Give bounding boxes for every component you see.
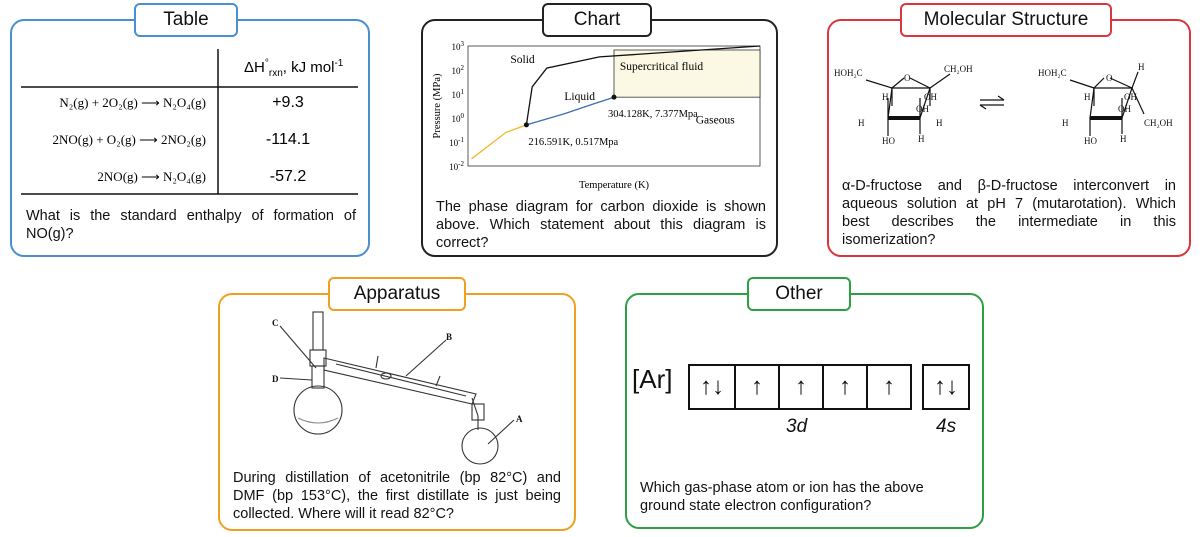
other-panel xyxy=(625,293,984,529)
label-d: D xyxy=(272,374,279,384)
other-panel-title: Other xyxy=(747,277,851,311)
chart-panel-title: Chart xyxy=(542,3,652,37)
orbital-boxes-3d: ↑↓↑↑↑↑ xyxy=(688,364,912,410)
label-a: A xyxy=(516,414,523,424)
molecule-question: α-D-fructose and β-D-fructose interconve… xyxy=(842,178,1176,248)
orbital-box: ↑↓ xyxy=(700,373,724,400)
region-label: Supercritical fluid xyxy=(620,61,704,73)
phase-diagram-chart: 103 102 101 100 10-1 10-2 216.591K, 0.517Mpa 30… xyxy=(432,40,761,191)
svg-text:H: H xyxy=(858,118,865,128)
svg-text:OH: OH xyxy=(1118,104,1131,114)
svg-text:OH: OH xyxy=(924,92,937,102)
orbital-box: ↑↓ xyxy=(934,373,958,400)
phase-boundary-line-2 xyxy=(525,45,761,125)
svg-text:HOH₂C: HOH₂C xyxy=(1038,68,1067,78)
y-tick-label: 103 xyxy=(452,40,465,52)
phase-boundary-line-0 xyxy=(471,124,527,160)
svg-text:HO: HO xyxy=(882,136,895,146)
y-tick-label: 10-2 xyxy=(449,160,464,172)
reaction-equation: 2NO(g) ⟶ N₂O₄(g) xyxy=(97,169,206,184)
condenser xyxy=(323,357,477,405)
svg-text:H: H xyxy=(918,134,925,144)
y-tick-label: 100 xyxy=(452,112,465,124)
other-question: Which gas-phase atom or ion has the abov… xyxy=(640,480,924,514)
argon-core-label: [Ar] xyxy=(632,364,673,394)
enthalpy-value: -57.2 xyxy=(270,168,307,185)
orbital-box: ↑ xyxy=(778,366,822,408)
table-row: N₂(g) + 2O₂(g) ⟶ N₂O₄(g) +9.3 xyxy=(59,94,304,111)
alpha-fructose-labels: HOH₂C CH₂OH O OH H H H OH HO H xyxy=(834,64,973,146)
reaction-equation: 2NO(g) + O₂(g) ⟶ 2NO₂(g) xyxy=(53,132,206,147)
svg-text:O: O xyxy=(1106,73,1113,83)
y-tick-label: 10-1 xyxy=(449,136,464,148)
orbital-boxes-4s: ↑↓ xyxy=(922,364,970,410)
enthalpy-header: ΔH°rxn, kJ mol-1 xyxy=(244,58,344,79)
svg-text:H: H xyxy=(936,118,943,128)
table-panel xyxy=(10,19,370,257)
svg-text:OH: OH xyxy=(1124,92,1137,102)
molecule-panel-title: Molecular Structure xyxy=(900,3,1112,37)
receiving-flask xyxy=(461,427,499,465)
chart-question: The phase diagram for carbon dioxide is … xyxy=(436,199,766,251)
svg-text:CH₂OH: CH₂OH xyxy=(1144,118,1173,128)
label-3d: 3d xyxy=(786,416,808,437)
svg-text:H: H xyxy=(1138,62,1145,72)
point-annotation: 304.128K, 7.377Mpa xyxy=(608,109,698,120)
svg-text:H: H xyxy=(1062,118,1069,128)
apparatus-panel-title: Apparatus xyxy=(328,277,466,311)
equilibrium-arrows-icon xyxy=(979,95,1005,110)
thermometer-adapter xyxy=(312,311,324,351)
reaction-equation: N₂(g) + 2O₂(g) ⟶ N₂O₄(g) xyxy=(59,95,206,110)
svg-text:H: H xyxy=(1084,92,1091,102)
label-4s: 4s xyxy=(936,416,957,437)
svg-text:OH: OH xyxy=(916,104,929,114)
critical-point-marker xyxy=(523,122,529,128)
table-row: 2NO(g) ⟶ N₂O₄(g) -57.2 xyxy=(97,168,306,185)
enthalpy-table: ΔH°rxn, kJ mol-1 N₂(g) + 2O₂(g) ⟶ N₂O₄(g… xyxy=(21,49,358,195)
label-c: C xyxy=(272,318,279,328)
region-label: Liquid xyxy=(564,91,595,103)
critical-point-marker xyxy=(611,94,617,100)
beta-fructose-structure xyxy=(1069,71,1145,136)
beta-fructose-labels: HOH₂C O H CH₂OH OH H H OH HO H xyxy=(1038,62,1173,146)
table-panel-title: Table xyxy=(134,3,238,37)
apparatus-question: During distillation of acetonitrile (bp … xyxy=(233,470,561,522)
table-question: What is the standard enthalpy of formati… xyxy=(26,208,356,242)
svg-text:HOH₂C: HOH₂C xyxy=(834,68,863,78)
svg-text:CH₂OH: CH₂OH xyxy=(944,64,973,74)
svg-text:H: H xyxy=(1120,134,1127,144)
table-row: 2NO(g) + O₂(g) ⟶ 2NO₂(g) -114.1 xyxy=(53,131,311,148)
enthalpy-value: -114.1 xyxy=(266,131,310,148)
x-axis-label: Temperature (K) xyxy=(579,180,650,191)
point-annotation: 216.591K, 0.517Mpa xyxy=(528,137,618,148)
supercritical-region xyxy=(613,49,761,98)
label-b: B xyxy=(446,332,452,342)
y-axis-label: Pressure (MPa) xyxy=(432,73,443,139)
y-tick-label: 102 xyxy=(452,64,465,76)
fructose-structures: HOH₂C CH₂OH O OH H H H OH HO H HOH₂C O H… xyxy=(834,62,1173,146)
orbital-box: ↑ xyxy=(734,366,778,408)
plot-area xyxy=(467,45,761,167)
svg-text:H: H xyxy=(882,92,889,102)
orbital-box: ↑ xyxy=(822,366,866,408)
svg-text:O: O xyxy=(904,73,911,83)
y-tick-label: 101 xyxy=(452,88,465,100)
orbital-box: ↑ xyxy=(866,366,910,408)
distillation-apparatus: C D B A xyxy=(272,311,523,465)
region-label: Gaseous xyxy=(696,114,735,126)
distilling-flask xyxy=(293,385,343,435)
apparatus-panel xyxy=(218,293,576,531)
phase-boundary-line-1 xyxy=(526,96,615,126)
region-label: Solid xyxy=(510,54,535,66)
alpha-fructose-structure xyxy=(865,73,951,136)
svg-text:HO: HO xyxy=(1084,136,1097,146)
enthalpy-value: +9.3 xyxy=(272,94,304,111)
